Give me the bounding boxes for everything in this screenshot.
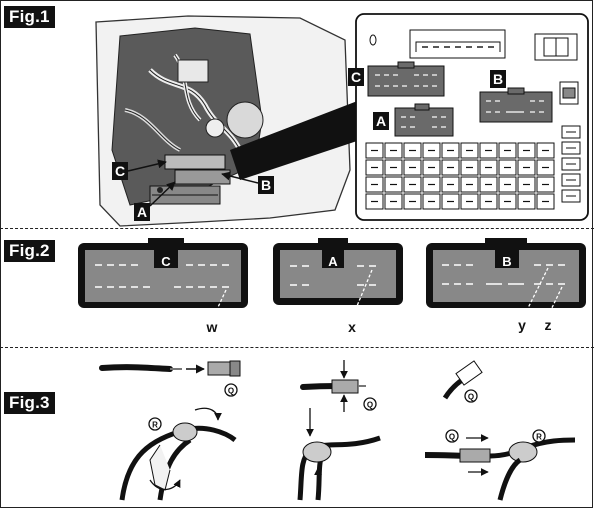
callout-c: C: [115, 163, 125, 179]
part-q-4: Q: [449, 433, 455, 442]
part-q-3: Q: [468, 393, 474, 402]
pin-label-w: w: [206, 319, 218, 335]
pin-label-y: y: [518, 317, 526, 333]
part-q-2: Q: [367, 401, 373, 410]
part-r-1: R: [152, 421, 158, 430]
side-fuses: [561, 125, 581, 203]
fuse-grid: [365, 142, 555, 210]
fig2-label-b: B: [502, 254, 511, 269]
fig3-steps: Q R Q: [99, 360, 576, 501]
fig1-fuse-panel: C B: [348, 13, 589, 221]
part-q-1: Q: [228, 387, 234, 396]
separator-1: [0, 228, 594, 229]
fig2-label-c: C: [161, 254, 171, 269]
pin-label-z: z: [545, 317, 552, 333]
part-r-2: R: [536, 433, 542, 442]
panel-label-b: B: [493, 71, 503, 87]
fig2-label-a: A: [328, 254, 338, 269]
separator-2: [0, 347, 594, 348]
fig1-callouts: C A B: [112, 159, 274, 221]
callout-b: B: [261, 177, 271, 193]
panel-label-c: C: [351, 69, 361, 85]
fig3-tag: Fig.3: [4, 392, 55, 414]
fig2-connectors: C w A: [78, 238, 586, 335]
fig2-tag: Fig.2: [4, 240, 55, 262]
fig1-tag: Fig.1: [4, 6, 55, 28]
pin-label-x: x: [348, 319, 356, 335]
panel-label-a: A: [376, 113, 386, 129]
fig1-dashboard-view: [95, 15, 360, 227]
callout-a: A: [137, 204, 147, 220]
